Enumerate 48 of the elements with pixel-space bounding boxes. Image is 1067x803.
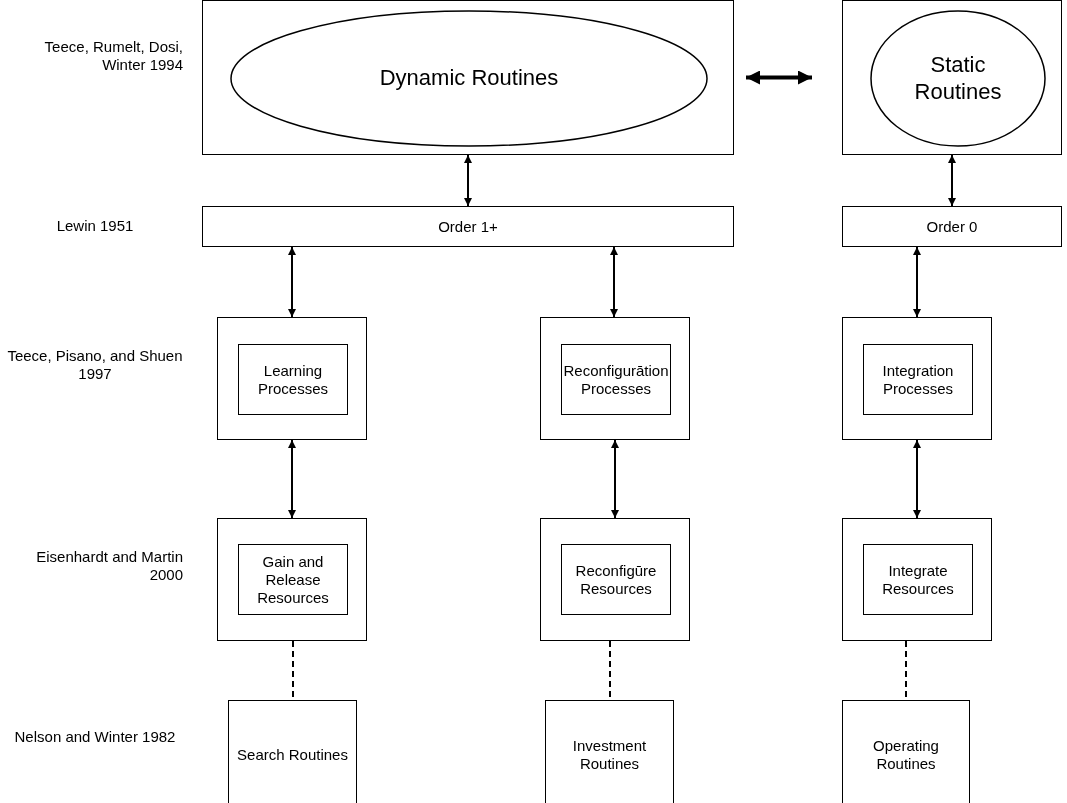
arrow <box>746 70 812 85</box>
process-box <box>228 700 357 803</box>
node-label: Learning Processes <box>257 361 329 398</box>
frame-box <box>217 317 367 440</box>
process-box <box>863 344 973 415</box>
author-label: Eisenhardt and Martin 2000 <box>35 548 183 584</box>
process-box <box>238 344 348 415</box>
arrow <box>610 246 618 318</box>
arrow <box>288 439 296 519</box>
arrow <box>913 439 921 519</box>
process-box <box>238 544 348 615</box>
node-label: Static Routines <box>913 52 1003 105</box>
node-label: Integration Processes <box>881 361 955 398</box>
author-label: Teece, Rumelt, Dosi, Winter 1994 <box>43 38 183 74</box>
process-box <box>842 700 970 803</box>
node-label: Order 1+ <box>438 217 498 236</box>
process-box <box>545 700 674 803</box>
process-box <box>842 206 1062 247</box>
node-label: Gain and Release Resources <box>256 552 330 607</box>
frame-box <box>842 317 992 440</box>
frame-box <box>842 518 992 641</box>
routine-ellipse <box>870 10 1046 147</box>
arrow <box>948 154 956 207</box>
node-label: Search Routines <box>237 746 348 764</box>
node-label: Investment Routines <box>571 737 648 773</box>
process-box <box>863 544 973 615</box>
author-label: Lewin 1951 <box>55 217 135 235</box>
frame-box <box>217 518 367 641</box>
frame-box <box>540 518 690 641</box>
author-label: Teece, Pisano, and Shuen 1997 <box>6 347 184 383</box>
routine-ellipse <box>230 10 708 147</box>
author-label: Nelson and Winter 1982 <box>13 728 177 746</box>
node-label: Dynamic Routines <box>379 65 559 92</box>
arrow <box>913 246 921 318</box>
arrow <box>611 439 619 519</box>
node-label: Integrate Resources <box>881 561 955 598</box>
frame-box <box>540 317 690 440</box>
frame-box <box>842 0 1062 155</box>
arrow <box>464 154 472 207</box>
node-label: Operating Routines <box>872 737 940 773</box>
frame-box <box>202 0 734 155</box>
node-label: Order 0 <box>926 217 978 236</box>
process-box <box>561 544 671 615</box>
node-label: Reconfigūre Resources <box>574 561 658 598</box>
node-label: Reconfigurātion Processes <box>563 361 669 398</box>
process-box <box>561 344 671 415</box>
arrow <box>288 246 296 318</box>
process-box <box>202 206 734 247</box>
